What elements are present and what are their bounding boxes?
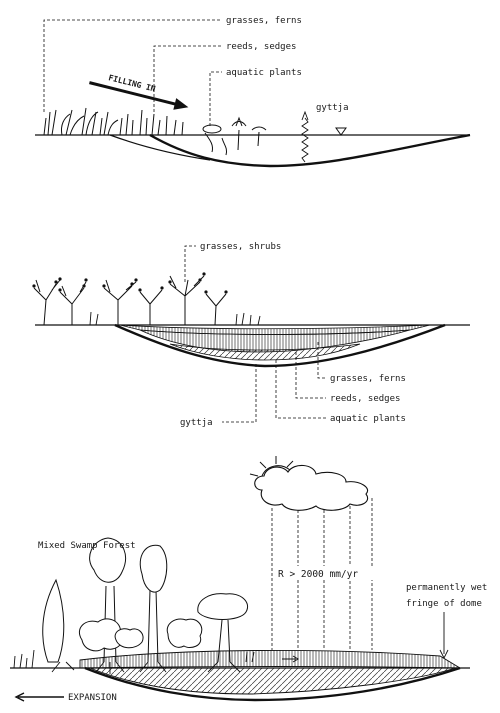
cloud-icon xyxy=(254,464,368,511)
label-fringe-line2: fringe of dome xyxy=(406,599,482,609)
label-reeds-sedges: reeds, sedges xyxy=(226,42,296,52)
label-fringe-line1: permanently wet xyxy=(406,583,487,593)
label-mixed-swamp-forest: Mixed Swamp Forest xyxy=(38,541,136,551)
label-reeds-sedges-2: reeds, sedges xyxy=(330,394,400,404)
panel-lake-filling: FILLING IN grasses, ferns reeds, sedges … xyxy=(35,16,471,168)
label-grasses-ferns-2: grasses, ferns xyxy=(330,374,406,384)
rainfall-label: R > 2000 mm/yr xyxy=(278,569,358,580)
panel-basin-filled: grasses, shrubs grasses, ferns reeds, se… xyxy=(32,242,470,428)
label-grasses-shrubs: grasses, shrubs xyxy=(200,242,281,252)
filling-in-label: FILLING IN xyxy=(108,73,157,93)
label-grasses-ferns: grasses, ferns xyxy=(226,16,302,26)
label-expansion: EXPANSION xyxy=(68,693,117,703)
label-gyttja-2: gyttja xyxy=(180,418,213,428)
panel-peat-dome: R > 2000 mm/yr permanently wet fringe of… xyxy=(10,456,487,703)
label-aquatic-plants: aquatic plants xyxy=(226,68,302,78)
label-gyttja: gyttja xyxy=(316,103,349,113)
label-aquatic-plants-2: aquatic plants xyxy=(330,414,406,424)
